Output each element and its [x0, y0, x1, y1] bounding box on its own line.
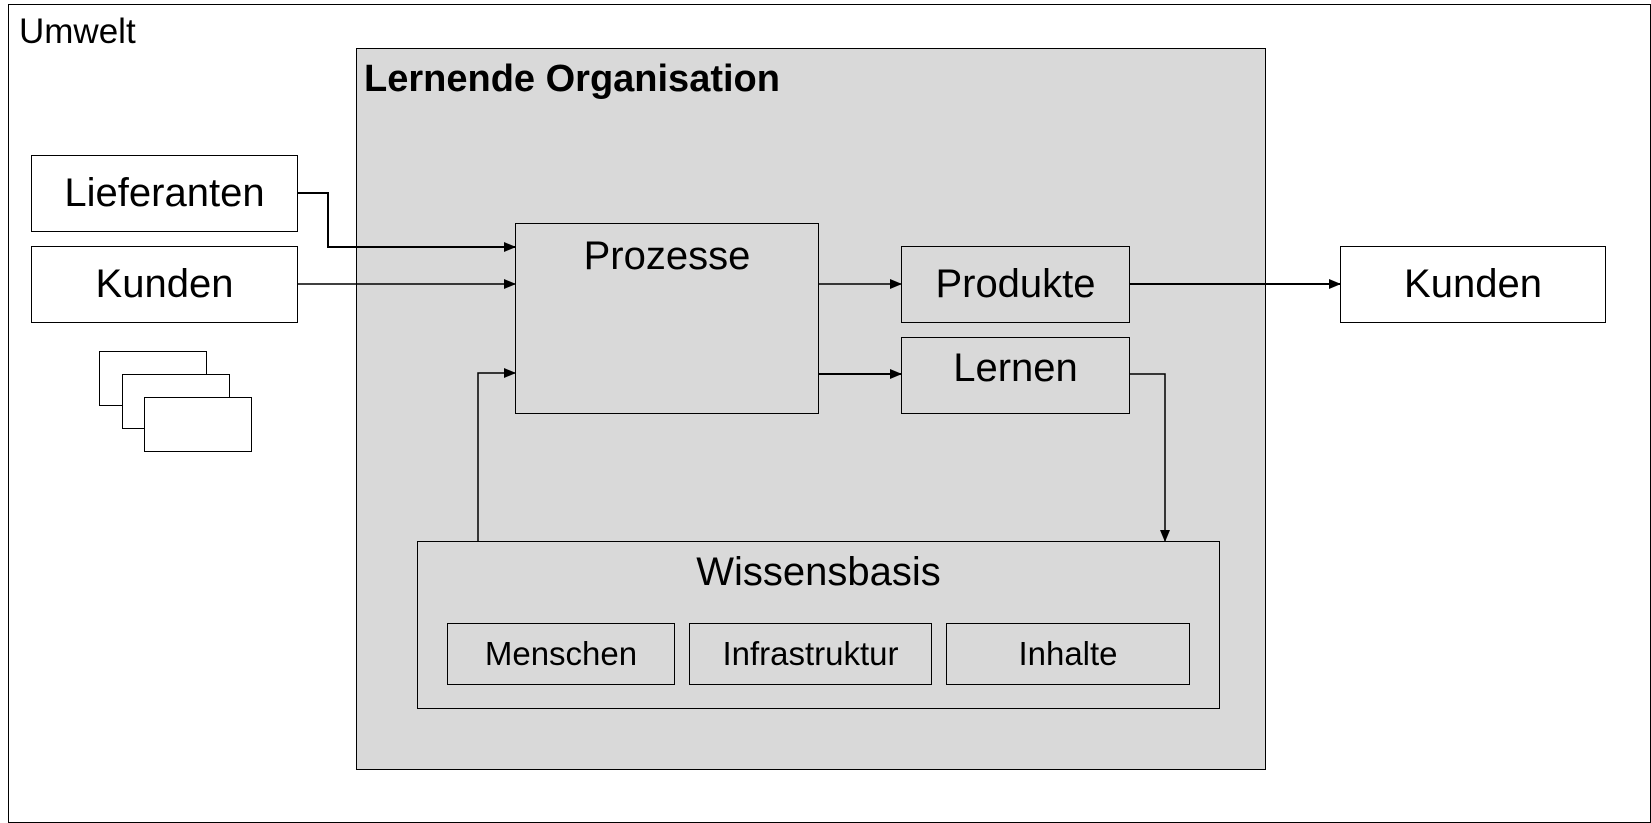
processes-box: Prozesse [515, 223, 819, 414]
infrastructure-label: Infrastruktur [722, 635, 899, 672]
learning-box: Lernen [901, 337, 1130, 414]
customers-right-label: Kunden [1404, 262, 1542, 306]
customers-left-label: Kunden [95, 262, 234, 306]
products-box: Produkte [901, 246, 1130, 323]
knowledge-component-infrastructure: Infrastruktur [689, 623, 932, 685]
stacked-documents-icon-front [144, 397, 252, 452]
knowledge-base-title: Wissensbasis [696, 550, 941, 594]
content-label: Inhalte [1018, 635, 1118, 672]
environment-label: Umwelt [19, 12, 136, 51]
processes-label: Prozesse [583, 234, 751, 278]
people-label: Menschen [484, 635, 638, 672]
customers-right-box: Kunden [1340, 246, 1606, 323]
learning-organization-title: Lernende Organisation [364, 58, 780, 100]
suppliers-label: Lieferanten [64, 171, 265, 215]
products-label: Produkte [935, 262, 1096, 306]
knowledge-component-content: Inhalte [946, 623, 1190, 685]
customers-left-box: Kunden [31, 246, 298, 323]
knowledge-component-people: Menschen [447, 623, 675, 685]
suppliers-box: Lieferanten [31, 155, 298, 232]
learning-label: Lernen [953, 346, 1078, 390]
